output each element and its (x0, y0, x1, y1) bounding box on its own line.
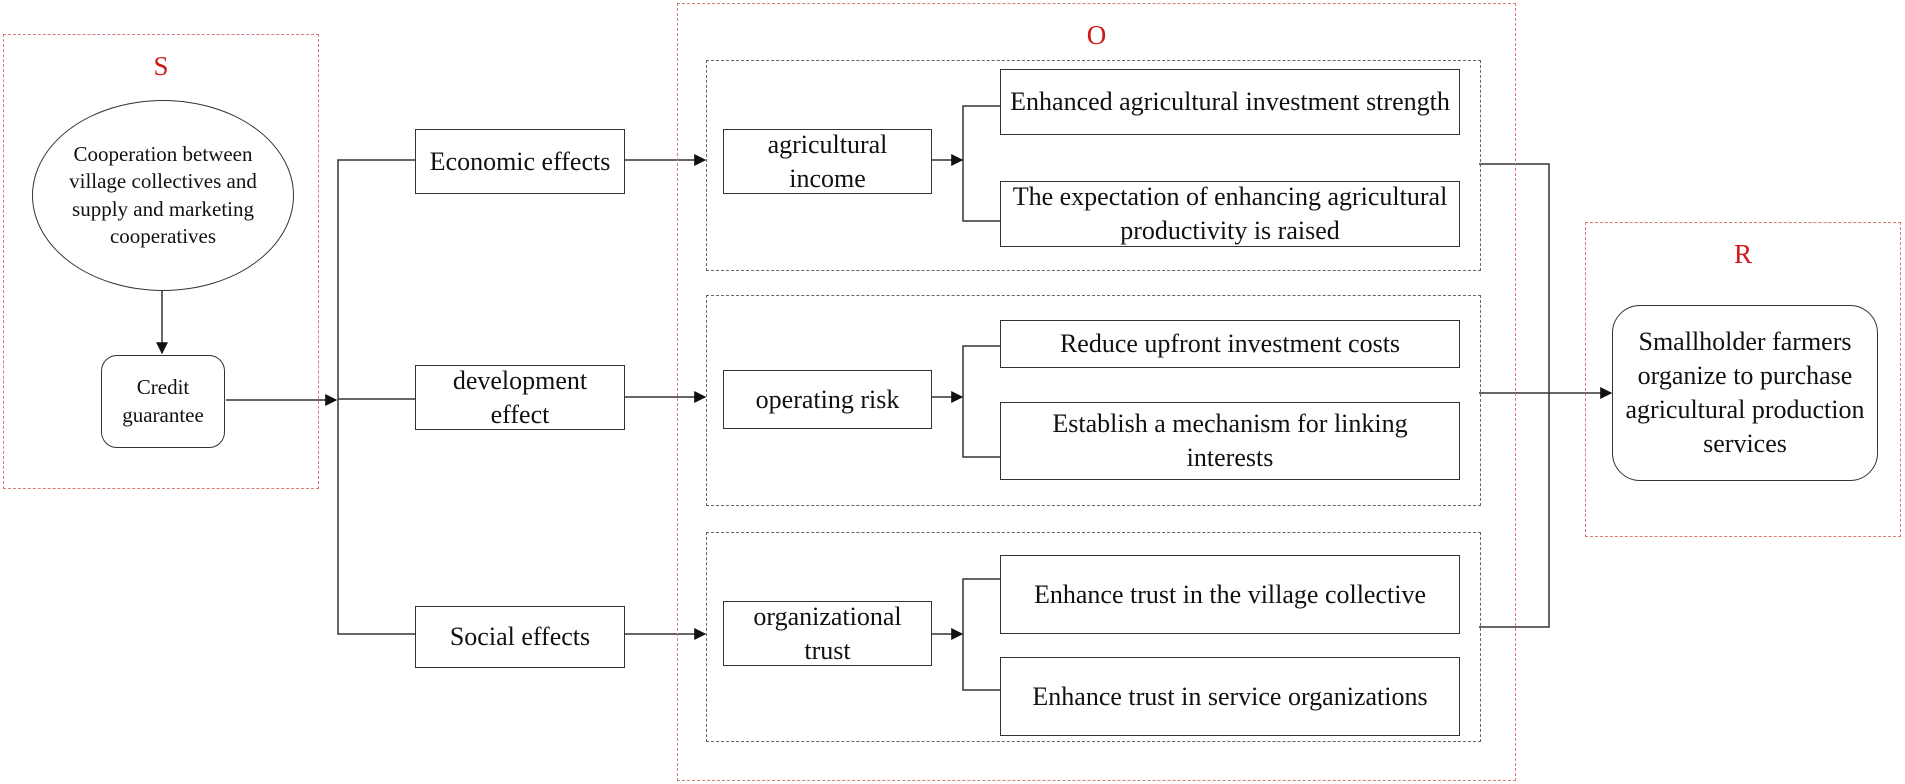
node-cooperation: Cooperation between village collectives … (32, 100, 294, 291)
merge-to-r (1479, 163, 1550, 628)
node-organizational-trust: organizational trust (723, 601, 932, 666)
node-economic-effects: Economic effects (415, 129, 625, 194)
node-social-effects: Social effects (415, 606, 625, 668)
frame-r: R (1585, 222, 1901, 537)
frame-o: O (677, 3, 1516, 781)
node-investment-strength: Enhanced agricultural investment strengt… (1000, 69, 1460, 135)
frame-r-title: R (1733, 239, 1752, 269)
node-operating-risk: operating risk (723, 370, 932, 429)
node-trust-service: Enhance trust in service organizations (1000, 657, 1460, 736)
node-linking-mechanism: Establish a mechanism for linking intere… (1000, 402, 1460, 480)
node-agricultural-income: agricultural income (723, 129, 932, 194)
node-development-effect: development effect (415, 365, 625, 430)
node-smallholder-farmers: Smallholder farmers organize to purchase… (1612, 305, 1878, 481)
group-trust (706, 532, 1481, 742)
node-trust-village: Enhance trust in the village collective (1000, 555, 1460, 634)
branch-effects (337, 159, 415, 635)
frame-s: S (3, 34, 319, 489)
frame-s-title: S (153, 51, 169, 81)
node-reduce-upfront-costs: Reduce upfront investment costs (1000, 320, 1460, 368)
bracket-income (962, 105, 1000, 222)
bracket-trust (962, 578, 1000, 691)
frame-o-title: O (1086, 20, 1107, 50)
group-income (706, 60, 1481, 271)
node-productivity-expectation: The expectation of enhancing agricultura… (1000, 181, 1460, 247)
bracket-risk (962, 345, 1000, 458)
node-credit-guarantee: Credit guarantee (101, 355, 225, 448)
group-risk (706, 295, 1481, 506)
